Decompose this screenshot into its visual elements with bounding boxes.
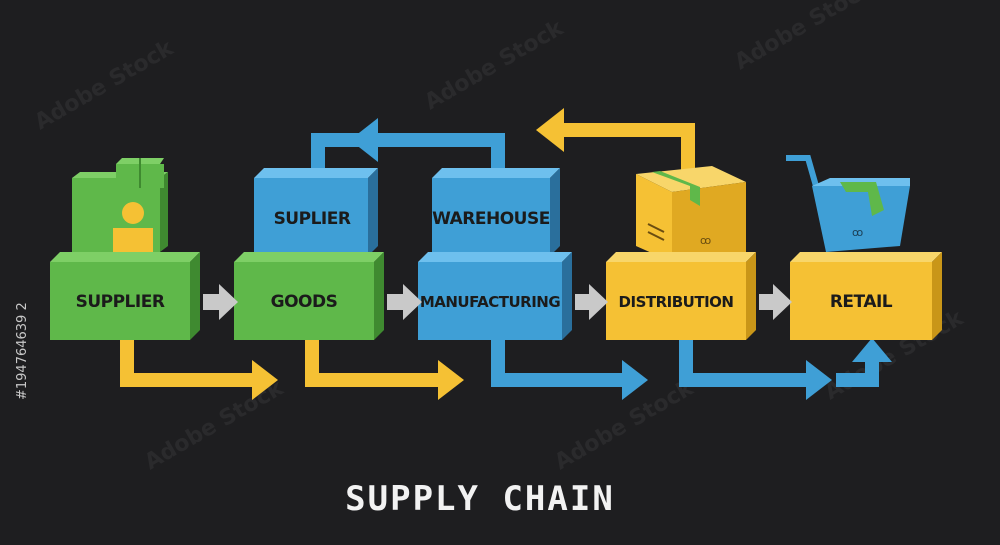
connector-arrow-2: [387, 284, 422, 320]
watermark-1: Adobe Stock: [31, 35, 179, 135]
warehouse-block: WAREHOUSE: [432, 168, 560, 256]
side-id-text: #194764639 2: [15, 302, 30, 400]
svg-text:ꝏ: ꝏ: [852, 226, 863, 239]
bottom-arrow-5: [836, 338, 892, 387]
supplier-label: SUPPLIER: [76, 292, 165, 312]
suplier-top-label: SUPLIER: [274, 209, 351, 229]
cardboard-box-icon: ꝏ: [636, 166, 746, 262]
connector-arrow-1: [203, 284, 238, 320]
stage-supplier: SUPPLIER: [50, 252, 200, 340]
svg-text:ꝏ: ꝏ: [700, 234, 711, 247]
manufacturing-label: MANUFACTURING: [420, 293, 561, 311]
stage-manufacturing: MANUFACTURING: [418, 252, 572, 340]
return-arrow-yellow: [536, 108, 695, 170]
retail-label: RETAIL: [830, 292, 893, 312]
stage-retail: RETAIL: [790, 252, 942, 340]
connector-arrow-4: [759, 284, 792, 320]
bottom-arrow-1: [120, 340, 278, 400]
distribution-label: DISTRIBUTION: [619, 293, 734, 311]
bottom-arrow-4: [679, 340, 832, 400]
watermark-2: Adobe Stock: [421, 15, 569, 115]
bottom-arrow-2: [305, 340, 464, 400]
watermark-4: Adobe Stock: [141, 375, 289, 475]
goods-label: GOODS: [271, 292, 338, 312]
suplier-top-block: SUPLIER: [254, 168, 378, 256]
return-arrow-blue: [311, 118, 505, 168]
warehouse-label: WAREHOUSE: [432, 209, 550, 229]
diagram-title: SUPPLY CHAIN: [345, 479, 615, 519]
stage-goods: GOODS: [234, 252, 384, 340]
person-icon: [113, 202, 153, 252]
bottom-arrow-3: [491, 340, 648, 400]
connector-arrow-3: [575, 284, 608, 320]
stage-distribution: DISTRIBUTION: [606, 252, 756, 340]
watermark-3: Adobe Stock: [731, 0, 879, 75]
shopping-cart-icon: ꝏ: [786, 155, 910, 252]
